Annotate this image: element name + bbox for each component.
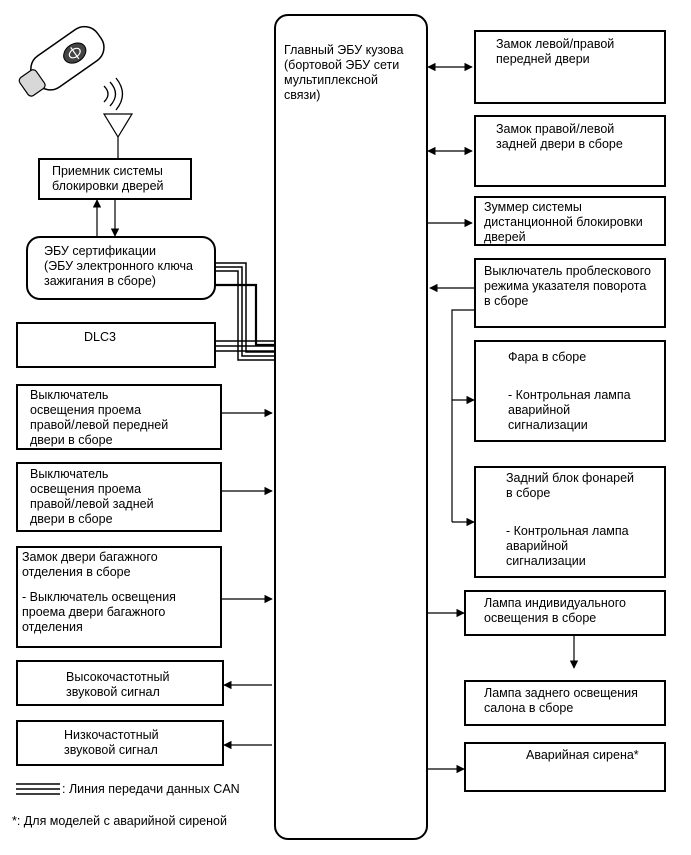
receiver-cert-link	[92, 199, 120, 237]
rear-lamp-indicator-label: - Контрольная лампа аварийной сигнализац…	[506, 524, 629, 568]
front-door-lock	[474, 30, 666, 104]
security-siren-label: Аварийная сирена*	[526, 748, 639, 762]
dlc3-label: DLC3	[84, 330, 116, 344]
horn-low	[16, 720, 224, 766]
horn-low-label: Низкочастотный звуковой сигнал	[64, 728, 159, 757]
door-control-buzzer-label: Зуммер системы дистанционной блокировки …	[484, 200, 643, 244]
headlamp-assembly-label: Фара в сборе	[508, 350, 587, 364]
rear-interior-lamp	[464, 680, 666, 726]
headlamp-indicator-label: - Контрольная лампа аварийной сигнализац…	[508, 388, 631, 432]
front-door-lock-label: Замок левой/правой передней двери	[496, 37, 615, 66]
footnote: *: Для моделей с аварийной сиреной	[12, 814, 227, 828]
can-legend-symbol	[16, 783, 60, 795]
horn-high	[16, 660, 224, 706]
dlc3-connector	[16, 322, 216, 368]
horn-high-label: Высокочастотный звуковой сигнал	[66, 670, 170, 699]
can-legend-label: : Линия передачи данных CAN	[62, 782, 240, 796]
back-door-lock	[16, 546, 222, 648]
certification-ecu-label: ЭБУ сертификации (ЭБУ электронного ключа…	[44, 244, 193, 288]
door-lock-receiver	[38, 158, 192, 200]
hazard-warning-switch-label: Выключатель проблескового режима указате…	[484, 264, 651, 308]
main-body-ecu-label: Главный ЭБУ кузова (бортовой ЭБУ сети му…	[284, 43, 404, 102]
front-door-courtesy-switch	[16, 384, 222, 450]
security-siren	[464, 742, 666, 792]
door-control-buzzer	[474, 196, 666, 246]
door-lock-receiver-label: Приемник системы блокировки дверей	[52, 164, 164, 193]
hazard-warning-switch	[474, 258, 666, 328]
back-door-lock-label: Замок двери багажного отделения в сборе	[22, 550, 158, 579]
antenna-icon	[102, 113, 134, 158]
rear-interior-lamp-label: Лампа заднего освещения салона в сборе	[484, 686, 638, 715]
personal-lamp-label: Лампа индивидуального освещения в сборе	[484, 596, 626, 625]
rear-door-lock-label: Замок правой/левой задней двери в сборе	[496, 122, 623, 151]
rear-door-lock	[474, 115, 666, 187]
hazard-branch	[451, 309, 475, 527]
right-arrows	[427, 62, 474, 774]
front-door-courtesy-switch-label: Выключатель освещения проема правой/лево…	[30, 388, 169, 447]
rear-door-courtesy-switch-label: Выключатель освещения проема правой/лево…	[30, 467, 154, 526]
key-fob-icon	[18, 25, 105, 97]
personal-lamp	[464, 590, 666, 636]
rear-combination-lamp	[474, 466, 666, 578]
rear-door-courtesy-switch	[16, 462, 222, 532]
main-body-ecu	[274, 14, 428, 840]
headlamp-assembly	[474, 340, 666, 442]
certification-ecu	[26, 236, 216, 300]
rear-combination-lamp-label: Задний блок фонарей в сборе	[506, 471, 635, 500]
radio-waves-icon	[103, 77, 124, 111]
back-door-courtesy-switch-label: - Выключатель освещения проема двери баг…	[22, 590, 176, 634]
can-line	[215, 262, 274, 361]
left-arrows	[222, 408, 273, 750]
